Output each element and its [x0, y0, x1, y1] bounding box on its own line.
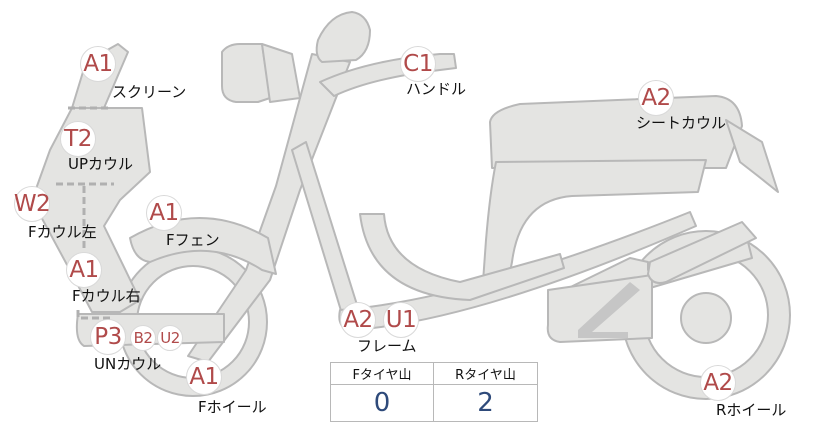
- frame-grade-badge: A2: [340, 302, 376, 338]
- frame-label: フレーム: [357, 337, 417, 355]
- f-fender-grade: A1: [149, 199, 179, 226]
- up-cowl-label: UPカウル: [68, 155, 134, 173]
- screen-grade: A1: [83, 50, 113, 77]
- un-cowl-grade3: U2: [160, 328, 180, 347]
- screen-grade-badge: A1: [80, 46, 116, 82]
- f-wheel-grade: A1: [189, 363, 219, 390]
- handle-grade: C1: [403, 50, 433, 77]
- r-wheel-grade: A2: [703, 369, 733, 396]
- seat-cowl-tail-shape: [725, 119, 779, 193]
- rear-tire-value: 2: [477, 388, 494, 418]
- rear-frame-shape: [481, 159, 707, 297]
- seat-cowl-label: シートカウル: [636, 114, 727, 132]
- f-cowl-left-grade: W2: [13, 190, 51, 217]
- shock-absorber-shape: [647, 221, 757, 284]
- f-cowl-right-grade-badge: A1: [66, 252, 102, 288]
- r-wheel-grade-badge: A2: [700, 365, 736, 401]
- un-cowl-grade3-badge: U2: [157, 325, 183, 351]
- frame-grade2-badge: U1: [383, 302, 419, 338]
- f-cowl-right-label: Fカウル右: [72, 287, 141, 305]
- un-cowl-label: UNカウル: [94, 355, 162, 373]
- seat-cowl-grade: A2: [641, 84, 671, 111]
- rear-tire-header: Rタイヤ山: [434, 363, 537, 385]
- seat-shape: [489, 95, 743, 169]
- f-cowl-left-grade-badge: W2: [13, 186, 51, 222]
- f-fender-label: Fフェン: [166, 231, 220, 249]
- handle-grade-badge: C1: [400, 46, 436, 82]
- frame-grade2: U1: [385, 306, 417, 333]
- headlight-shape: [221, 43, 271, 103]
- r-wheel-label: Rホイール: [716, 401, 787, 419]
- screen-label: スクリーン: [112, 83, 187, 101]
- f-cowl-right-grade: A1: [69, 256, 99, 283]
- frame-grade: A2: [343, 306, 373, 333]
- seat-cowl-grade-badge: A2: [638, 80, 674, 116]
- step-shape: [359, 213, 565, 301]
- un-cowl-grade2-badge: B2: [130, 325, 156, 351]
- engine-shape: [546, 274, 653, 343]
- front-tire-value: 0: [331, 385, 434, 421]
- un-cowl-grade: P3: [94, 323, 122, 350]
- f-cowl-left-label: Fカウル左: [28, 223, 97, 241]
- up-cowl-grade: T2: [64, 125, 92, 152]
- tire-tread-table: Fタイヤ山 Rタイヤ山 0 2: [330, 362, 538, 422]
- front-fender-shape: [129, 217, 277, 275]
- f-fender-grade-badge: A1: [146, 195, 182, 231]
- un-cowl-grade-badge: P3: [90, 319, 126, 355]
- un-cowl-grade2: B2: [133, 328, 153, 347]
- up-cowl-grade-badge: T2: [60, 121, 96, 157]
- front-tire-header: Fタイヤ山: [331, 363, 434, 385]
- down-tube-shape: [291, 141, 359, 315]
- handle-cover-shape: [315, 11, 371, 63]
- f-wheel-grade-badge: A1: [186, 359, 222, 395]
- handle-label: ハンドル: [406, 80, 467, 98]
- f-wheel-label: Fホイール: [198, 398, 267, 416]
